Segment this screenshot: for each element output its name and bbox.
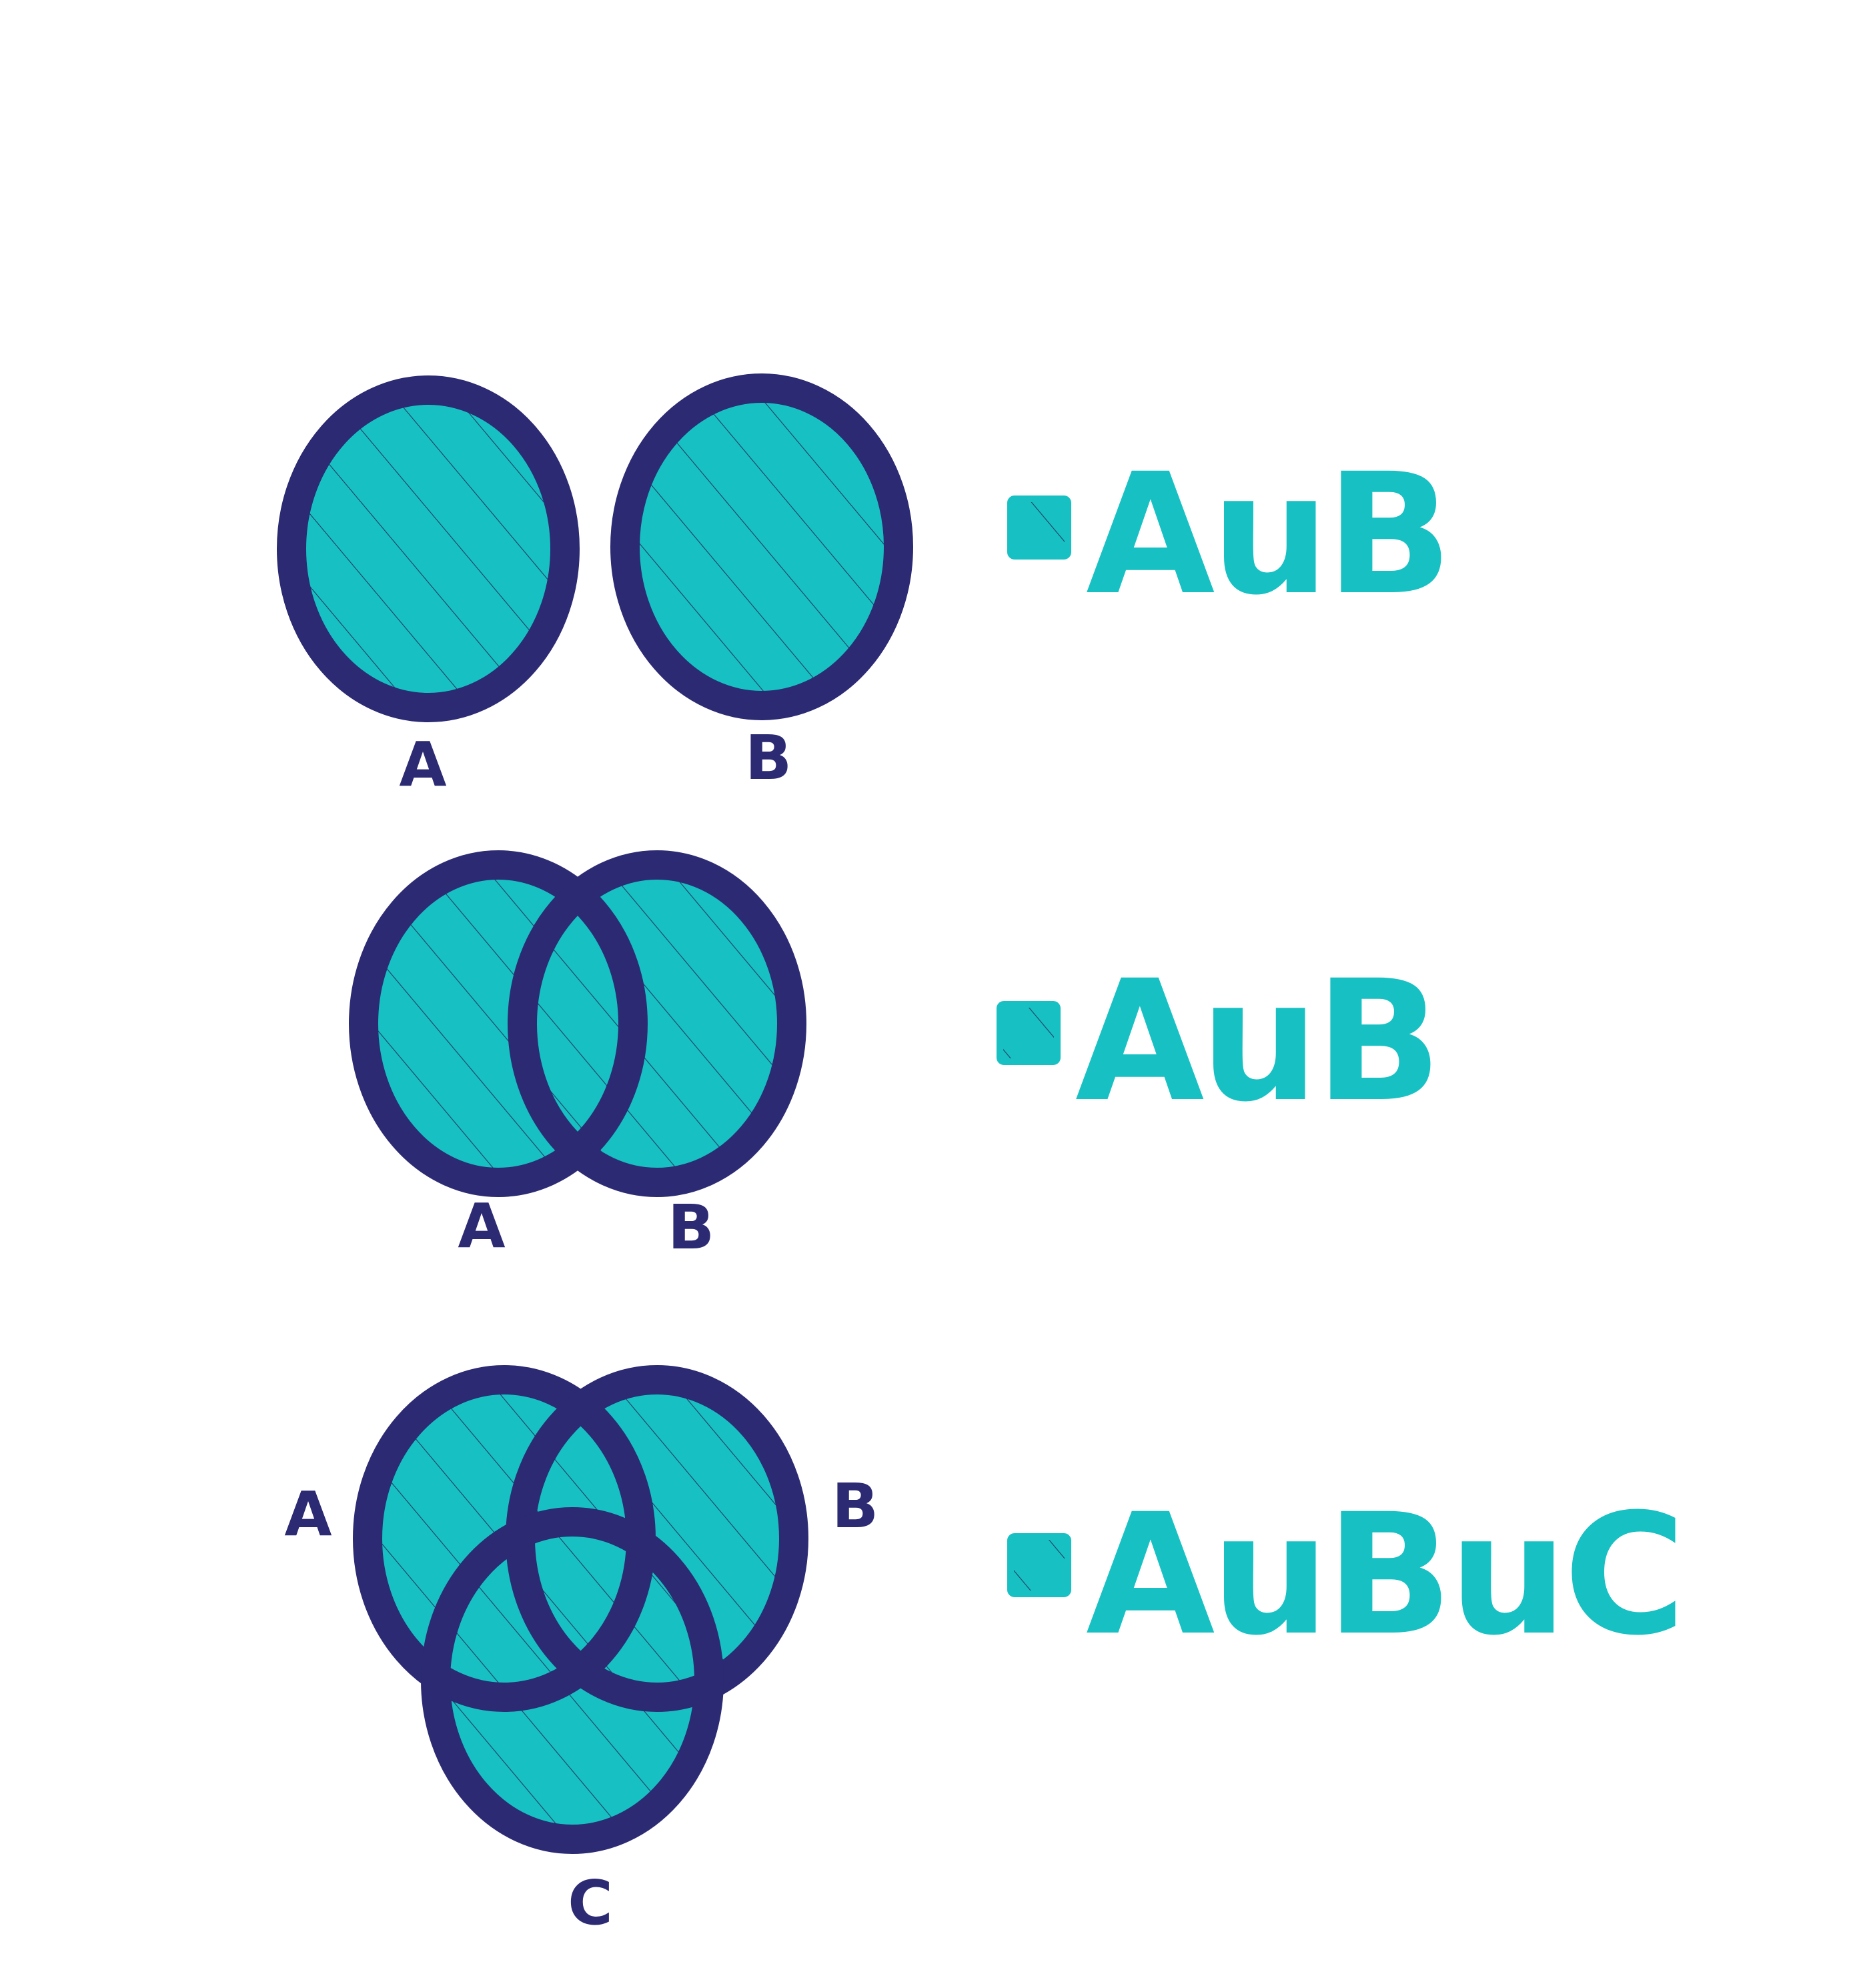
- legend-swatch-icon: [1007, 1533, 1071, 1597]
- diagram-overlap-three: A B C AuBuC: [284, 1365, 1686, 1939]
- set-label-a: A: [284, 1478, 332, 1550]
- legend-swatch-icon: [997, 1001, 1061, 1065]
- legend-label: AuB: [1075, 944, 1438, 1138]
- set-c-outline: [421, 1507, 724, 1854]
- set-a-outline: [277, 375, 580, 722]
- set-a-outline: [349, 850, 648, 1197]
- legend-overlap-three: AuBuC: [1007, 1478, 1686, 1672]
- set-label-b: B: [832, 1470, 878, 1542]
- set-label-b: B: [745, 722, 792, 794]
- legend-label: AuBuC: [1086, 1478, 1682, 1672]
- set-b-outline: [508, 850, 806, 1197]
- set-b-fill: [522, 865, 792, 1182]
- set-label-a: A: [399, 729, 446, 800]
- set-label-a: A: [458, 1190, 505, 1262]
- set-b-outline: [610, 373, 913, 720]
- legend-swatch-icon: [1007, 495, 1071, 560]
- legend-label: AuB: [1086, 437, 1449, 632]
- legend-overlap-two: AuB: [997, 944, 1442, 1138]
- set-b-fill: [625, 388, 898, 706]
- set-label-b: B: [668, 1192, 714, 1263]
- set-a-fill: [291, 390, 565, 708]
- diagram-disjoint: A B AuB: [277, 373, 1453, 800]
- set-label-c: C: [568, 1867, 613, 1939]
- diagram-overlap-two: A B AuB: [349, 850, 1442, 1263]
- legend-disjoint: AuB: [1007, 437, 1453, 632]
